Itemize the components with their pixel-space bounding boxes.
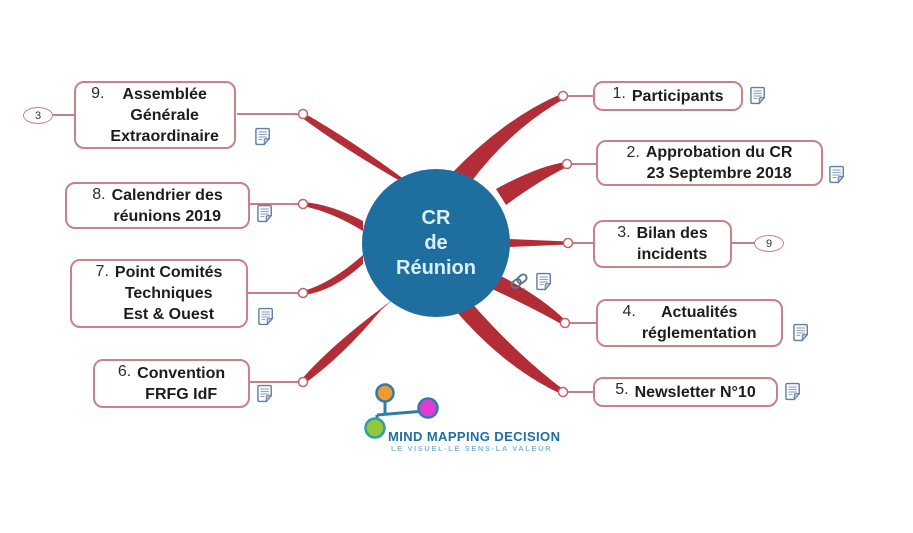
topic-number: 8. bbox=[92, 186, 106, 203]
topic-number: 3. bbox=[617, 224, 631, 241]
central-topic-line2: de bbox=[424, 231, 448, 254]
central-topic-line1: CR bbox=[421, 206, 451, 229]
notes-icon-topic4[interactable] bbox=[791, 322, 811, 343]
topic-label: Point Comités Techniques Est & Ouest bbox=[114, 264, 223, 323]
topic-9-assemblee[interactable]: 9. Assemblée Générale Extraordinaire bbox=[74, 81, 236, 149]
topic-number: 6. bbox=[117, 363, 132, 380]
logo-title: MIND MAPPING DECISION bbox=[388, 429, 561, 444]
topic-5-newsletter[interactable]: 5. Newsletter N°10 bbox=[593, 377, 778, 407]
topic-number: 2. bbox=[626, 144, 640, 161]
branch-curve-topic2 bbox=[496, 162, 567, 205]
branch-node-dot bbox=[561, 158, 573, 170]
logo-tagline: LE VISUEL-LE SENS-LA VALEUR bbox=[391, 444, 553, 453]
topic-label: Calendrier des réunions 2019 bbox=[111, 186, 223, 225]
topic-6-convention[interactable]: 6. Convention FRFG IdF bbox=[93, 359, 250, 408]
topic-number: 1. bbox=[612, 85, 626, 102]
hyperlink-chain-icon[interactable] bbox=[508, 271, 530, 293]
topic-1-participants[interactable]: 1. Participants bbox=[593, 81, 743, 111]
topic-number: 9. bbox=[91, 85, 105, 102]
collapsed-count-badge-topic3[interactable]: 9 bbox=[754, 235, 784, 252]
topic-label: Assemblée Générale Extraordinaire bbox=[110, 85, 219, 145]
central-topic-line3: Réunion bbox=[396, 256, 476, 279]
branch-node-dot bbox=[557, 90, 569, 102]
branch-node-dot bbox=[297, 376, 309, 388]
notes-icon-topic1[interactable] bbox=[748, 85, 768, 106]
topic-label: Approbation du CR 23 Septembre 2018 bbox=[645, 144, 793, 182]
topic-label: Actualités réglementation bbox=[641, 304, 757, 342]
branch-curve-topic8 bbox=[303, 202, 363, 231]
topic-number: 4. bbox=[622, 303, 636, 320]
branch-curve-topic1 bbox=[452, 94, 564, 182]
notes-icon-topic7[interactable] bbox=[256, 306, 276, 327]
branch-curve-topic6 bbox=[301, 299, 394, 384]
branch-curve-topic5 bbox=[455, 300, 564, 394]
notes-icon-topic9[interactable] bbox=[253, 126, 273, 147]
mind-mapping-decision-logo: MIND MAPPING DECISION LE VISUEL-LE SENS-… bbox=[355, 383, 560, 453]
branch-curve-topic9 bbox=[301, 112, 414, 189]
branch-node-dot bbox=[562, 237, 574, 249]
logo-tree-icon bbox=[364, 383, 439, 439]
topic-number: 5. bbox=[615, 381, 629, 398]
branch-node-dot bbox=[297, 287, 309, 299]
topic-number: 7. bbox=[95, 263, 109, 280]
topic-label: Bilan des incidents bbox=[636, 225, 708, 263]
branch-curve-topic7 bbox=[303, 255, 363, 295]
topic-label: Convention FRFG IdF bbox=[137, 364, 226, 403]
topic-label: Participants bbox=[631, 87, 724, 105]
notes-icon-topic6[interactable] bbox=[255, 383, 275, 404]
central-topic[interactable]: CR de Réunion bbox=[362, 169, 510, 317]
branch-node-dot bbox=[297, 108, 309, 120]
topic-4-actualites[interactable]: 4. Actualités réglementation bbox=[596, 299, 783, 347]
notes-icon-center[interactable] bbox=[534, 271, 554, 292]
topic-3-bilan-incidents[interactable]: 3. Bilan des incidents bbox=[593, 220, 732, 268]
notes-icon-topic2[interactable] bbox=[827, 164, 847, 185]
topic-label: Newsletter N°10 bbox=[634, 383, 756, 401]
branch-node-dot bbox=[557, 386, 569, 398]
collapsed-count-badge-topic9[interactable]: 3 bbox=[23, 107, 53, 124]
topic-2-approbation[interactable]: 2. Approbation du CR 23 Septembre 2018 bbox=[596, 140, 823, 186]
notes-icon-topic5[interactable] bbox=[783, 381, 803, 402]
notes-icon-topic8[interactable] bbox=[255, 203, 275, 224]
topic-7-point-comites[interactable]: 7. Point Comités Techniques Est & Ouest bbox=[70, 259, 248, 328]
topic-8-calendrier[interactable]: 8. Calendrier des réunions 2019 bbox=[65, 182, 250, 229]
branch-curve-topic3 bbox=[509, 239, 568, 247]
branch-node-dot bbox=[559, 317, 571, 329]
branch-node-dot bbox=[297, 198, 309, 210]
